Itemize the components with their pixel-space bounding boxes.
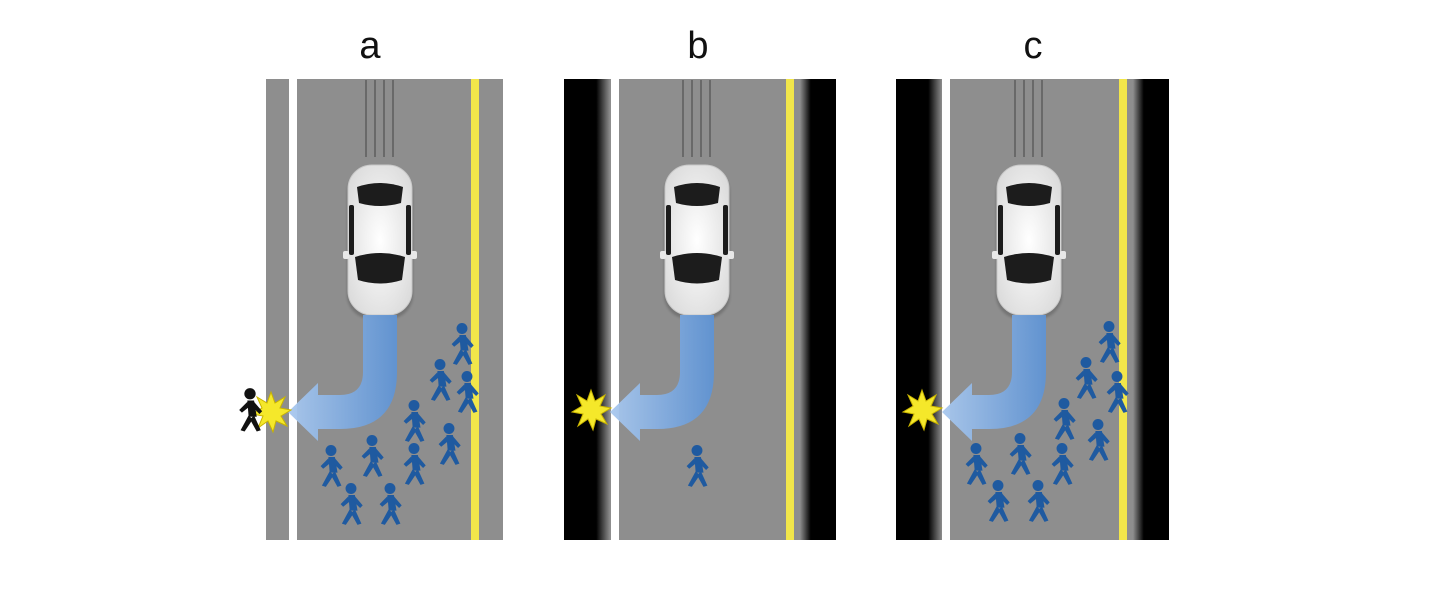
panel-a-label: a [359, 25, 381, 67]
panel-c-label: c [1023, 25, 1043, 67]
right-barrier [1133, 79, 1169, 540]
left-barrier [896, 79, 942, 540]
left-edge-line [289, 79, 297, 540]
left-edge-line [942, 79, 950, 540]
swerve-arrow [942, 315, 1046, 441]
right-barrier [800, 79, 836, 540]
car-icon [992, 80, 1066, 319]
car-icon [660, 80, 734, 319]
left-barrier [564, 79, 610, 540]
car-icon [343, 80, 417, 319]
left-edge-line [611, 79, 619, 540]
center-line [471, 79, 479, 540]
swerve-arrow [610, 315, 714, 441]
swerve-arrow [288, 315, 397, 441]
panel-b-label: b [687, 25, 709, 67]
center-line [786, 79, 794, 540]
center-line [1119, 79, 1127, 540]
